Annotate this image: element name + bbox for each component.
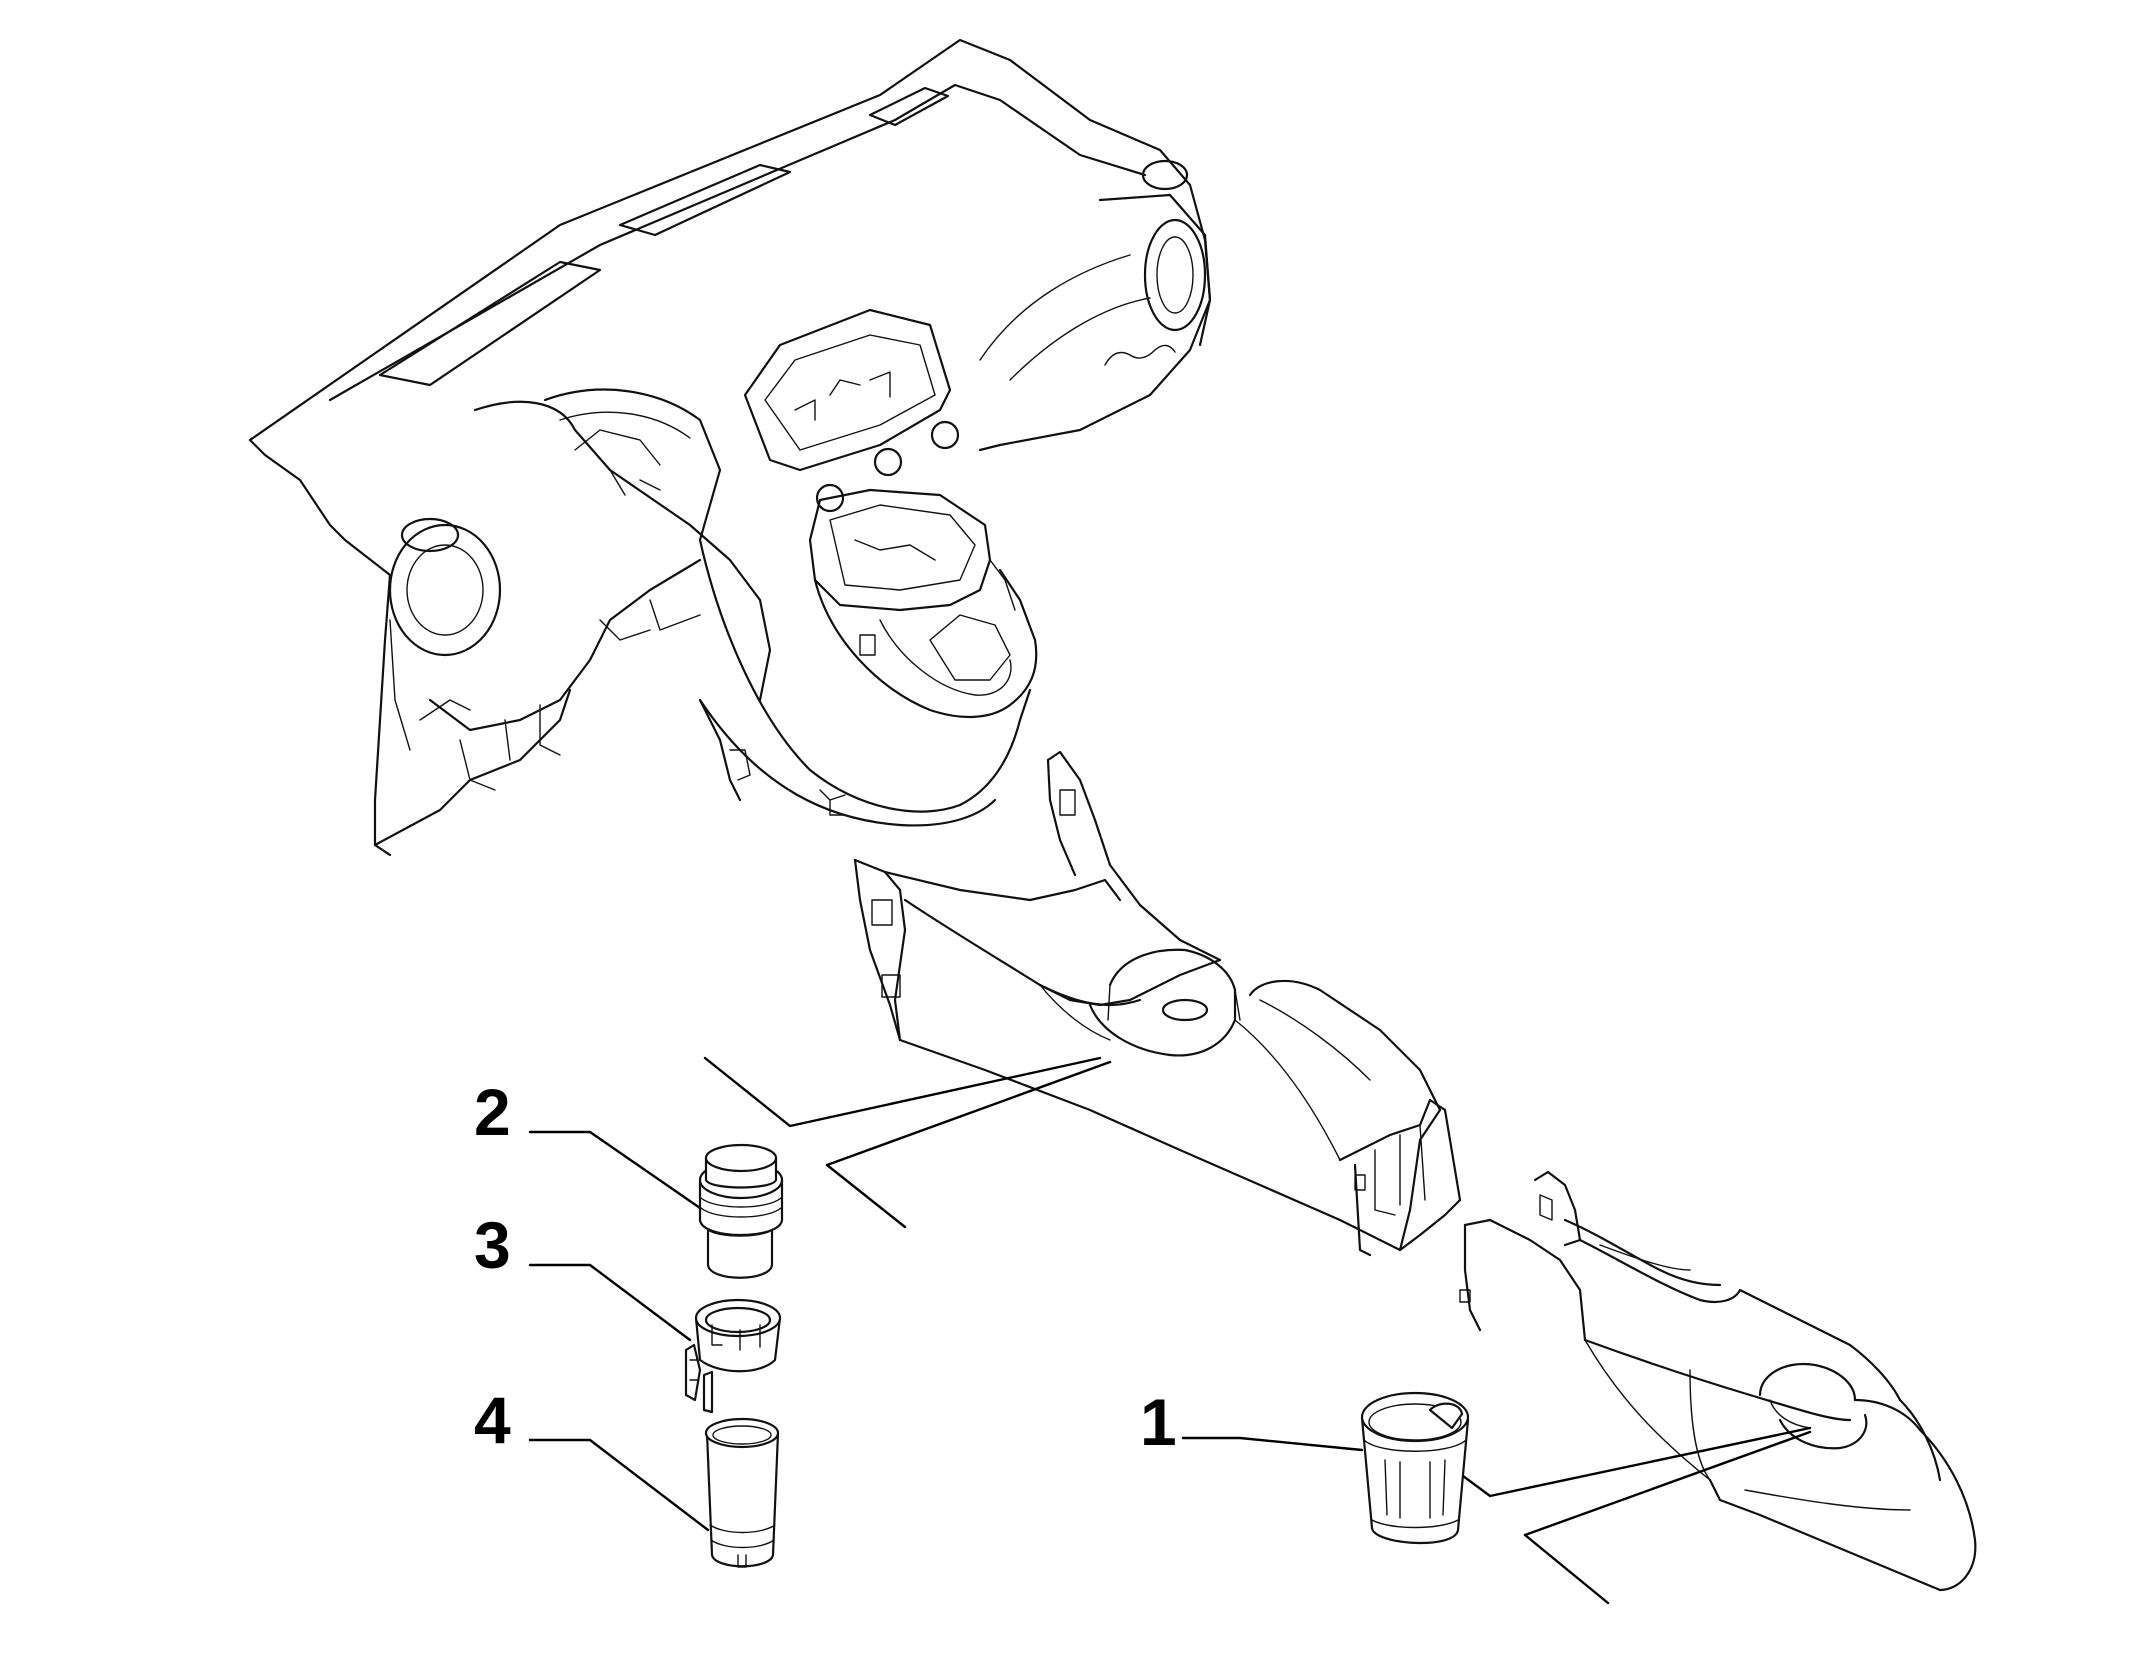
callout-1: 1: [1140, 1385, 1177, 1459]
socket-body: [704, 1417, 780, 1568]
dashboard-panel: [248, 38, 1212, 857]
socket-ring: [684, 1298, 782, 1414]
assembly-lines: [703, 1056, 1812, 1605]
center-console-rear: [1459, 1170, 1977, 1592]
callout-4: 4: [474, 1383, 511, 1457]
socket-cap: [698, 1143, 784, 1279]
center-console-front: [853, 750, 1462, 1257]
callout-3: 3: [474, 1208, 511, 1282]
callout-leaders: [528, 1130, 1364, 1532]
cup-holder: [1360, 1391, 1470, 1545]
callout-2: 2: [474, 1075, 511, 1149]
